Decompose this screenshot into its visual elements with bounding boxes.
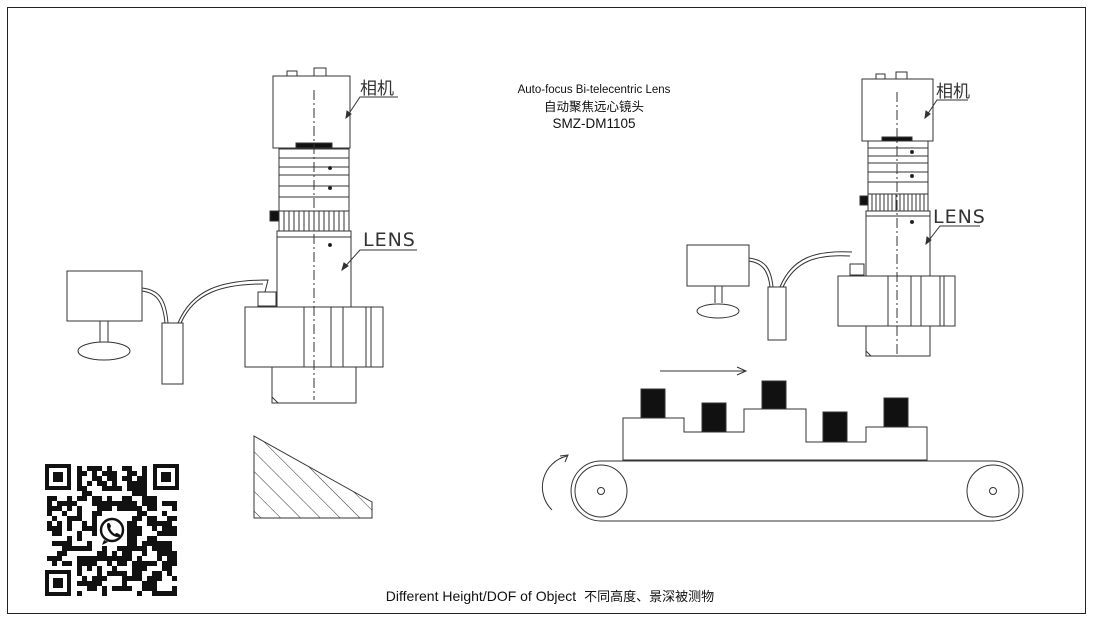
conveyor [541,366,1024,522]
right-cable-monitor [748,257,774,288]
left-monitor [66,270,143,361]
left-cable-monitor [141,287,169,324]
object-block-5 [883,397,909,428]
left-controller-box [161,322,184,385]
diagram-frame [7,7,1086,614]
object-block-1 [640,388,666,419]
right-camera-label: 相机 [936,82,970,102]
title-line-model: SMZ-DM1105 [552,116,636,131]
left-roller [574,464,628,518]
object-block-3 [761,380,787,410]
hatched-wedge-object [253,435,373,519]
bottom-caption: Different Height/DOF of Object 不同高度、景深被测物 [300,586,800,605]
rotation-arrow-icon [541,454,569,511]
title-line-chinese: 自动聚焦远心镜头 [543,99,644,114]
belt-right-end [992,460,1024,522]
object-block-4 [822,411,848,443]
caption-chinese: 不同高度、景深被测物 [584,590,715,605]
left-lens-body [257,148,352,308]
left-setup [66,67,417,404]
left-focus-ring-knurl [283,211,345,231]
caption-english: Different Height/DOF of Object [385,588,577,604]
direction-arrow-icon [660,366,748,376]
right-roller [966,464,1020,518]
left-cable-lens [177,279,269,324]
belt-left-end [570,460,602,522]
right-lens-label: LENS [933,206,986,228]
stepped-platform [622,408,928,461]
right-controller-box [767,286,787,341]
left-camera-label: 相机 [360,79,394,99]
right-monitor [686,244,750,319]
right-setup [686,71,980,357]
left-camera-leader [345,96,398,119]
left-camera [272,67,351,149]
left-lens-label: LENS [363,229,416,251]
title-line-english: Auto-focus Bi-telecentric Lens [517,84,671,96]
object-block-2 [701,402,727,433]
right-camera-leader [924,99,968,119]
whatsapp-icon [97,515,127,545]
left-lens-leader [341,249,417,271]
right-focus-ring-knurl [871,194,925,211]
diagram-title: Auto-focus Bi-telecentric Lens 自动聚焦远心镜头 … [494,82,694,133]
right-lens-body [849,140,931,277]
right-cable-lens [779,251,853,288]
right-lens-leader [925,225,980,245]
qr-code-icon [43,462,181,598]
